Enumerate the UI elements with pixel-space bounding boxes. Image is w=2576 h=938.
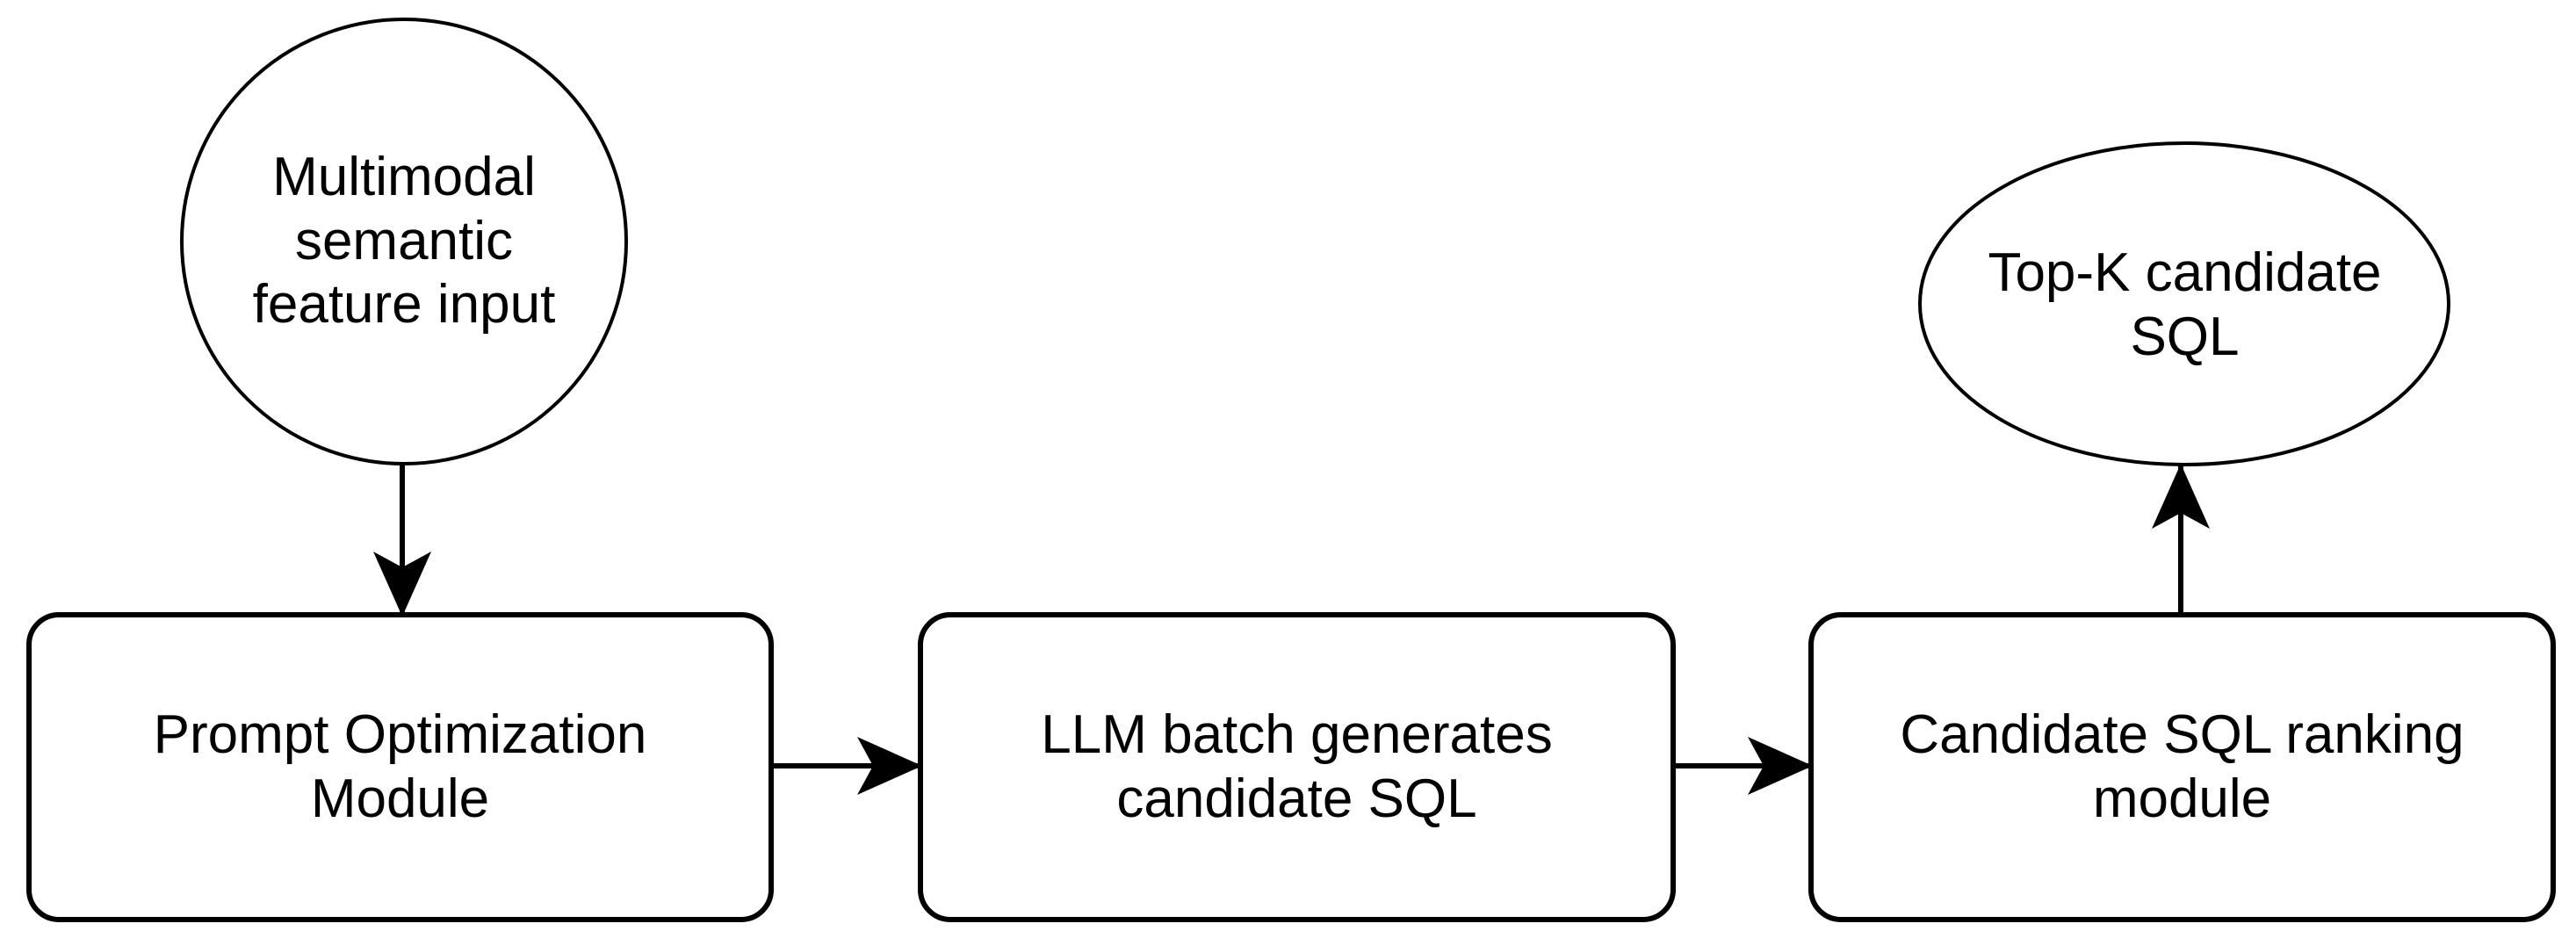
node-shape-input-circle[interactable] <box>180 18 628 465</box>
node-shape-output-ellipse[interactable] <box>1918 141 2450 466</box>
arrowhead-right-icon <box>1748 737 1813 795</box>
edge-llm-to-ranking <box>1673 737 1813 795</box>
edge-prompt-to-llm <box>771 737 922 795</box>
arrowhead-down-icon <box>373 552 431 617</box>
edge-input-to-prompt <box>373 465 431 617</box>
arrowhead-right-icon <box>857 737 922 795</box>
node-shape-box-prompt[interactable] <box>26 612 774 922</box>
edge-ranking-to-output <box>2152 464 2210 615</box>
node-shape-box-ranking[interactable] <box>1808 612 2556 922</box>
node-shape-box-llm[interactable] <box>918 612 1676 922</box>
arrowhead-up-icon <box>2152 464 2210 529</box>
